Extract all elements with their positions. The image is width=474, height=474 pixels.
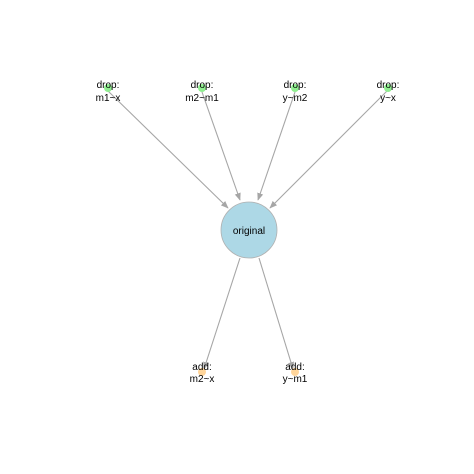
drop-node-label-line1: drop: <box>97 80 120 91</box>
drop-node-label-line2: y~x <box>380 93 396 104</box>
edge-add-y-m1 <box>258 257 294 370</box>
original-node-circle <box>220 201 278 259</box>
edge-drop-y-m2 <box>257 91 296 201</box>
drop-node-marker <box>104 84 112 92</box>
drop-node-label-line2: y~m2 <box>283 93 308 104</box>
drop-node-m1-x: drop: m1~x <box>96 80 121 104</box>
add-node-label-line2: y~m1 <box>283 374 308 385</box>
add-node-label-line1: add: <box>192 362 211 373</box>
drop-node-label-line1: drop: <box>191 80 214 91</box>
drop-node-y-x: drop: y~x <box>377 80 400 104</box>
edge-drop-y-x <box>269 90 388 209</box>
add-node-m2-x: add: m2~x <box>190 362 215 385</box>
edge-add-m2-x <box>203 257 241 370</box>
drop-node-marker <box>198 84 206 92</box>
add-node-label-line1: add: <box>285 362 304 373</box>
original-node-label: original <box>233 226 265 237</box>
drop-node-label-line2: m2~m1 <box>185 93 219 104</box>
add-node-marker <box>198 368 206 376</box>
add-node-y-m1: add: y~m1 <box>283 362 308 385</box>
original-node: original <box>220 201 278 259</box>
drop-node-marker <box>384 84 392 92</box>
add-node-label-line2: m2~x <box>190 374 215 385</box>
drop-node-label-line1: drop: <box>377 80 400 91</box>
add-node-marker <box>291 368 299 376</box>
drop-node-marker <box>291 84 299 92</box>
drop-node-y-m2: drop: y~m2 <box>283 80 308 104</box>
drop-node-m2-m1: drop: m2~m1 <box>185 80 219 104</box>
edge-drop-m2-m1 <box>201 91 241 201</box>
edge-drop-m1-x <box>107 90 229 209</box>
drop-node-label-line2: m1~x <box>96 93 121 104</box>
drop-node-label-line1: drop: <box>284 80 307 91</box>
